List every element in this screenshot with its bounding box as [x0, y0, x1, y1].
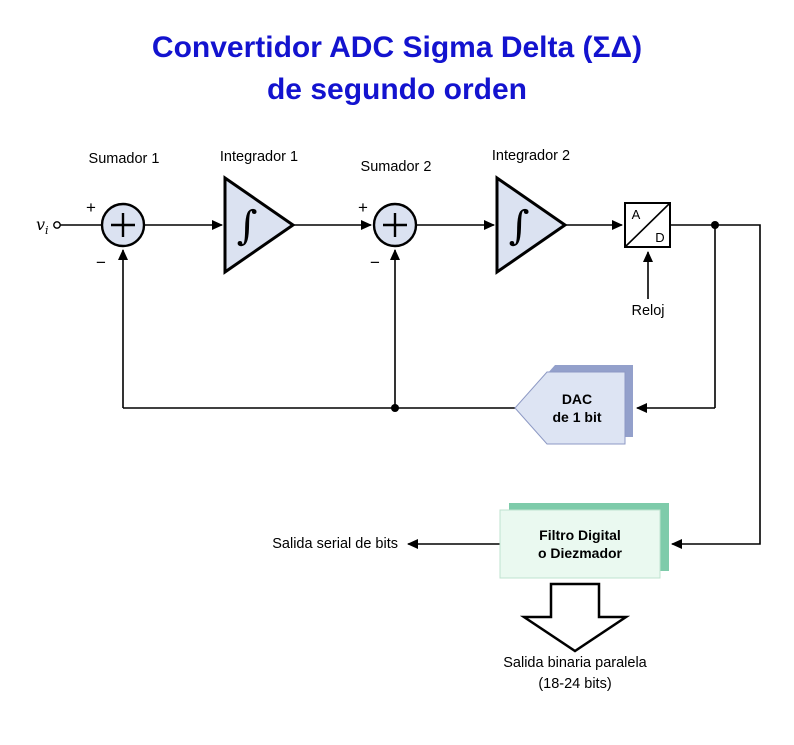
parallel-output-label-line2: (18-24 bits)	[538, 676, 612, 692]
sumador2-label: Sumador 2	[360, 159, 432, 175]
filtro-label-line1: Filtro Digital	[539, 527, 621, 543]
integrador2-integral-icon: ∫	[509, 203, 530, 249]
input-symbol: v	[36, 215, 46, 234]
filtro-label-line2: o Diezmador	[537, 545, 623, 561]
integrador1-triangle	[223, 175, 296, 275]
filtro-block	[499, 509, 661, 579]
adc-diagonal	[625, 203, 670, 247]
input-subscript: i	[45, 224, 49, 238]
input-signal-label: vi	[36, 215, 49, 237]
filtro-label: Filtro Digital o Diezmador	[538, 526, 622, 562]
adc-letter-d: D	[655, 230, 664, 245]
sumador1-minus-sign: −	[96, 253, 106, 272]
integrador1-label: Integrador 1	[219, 149, 299, 165]
dac-label: DAC de 1 bit	[552, 390, 601, 426]
integrador2-triangle	[495, 175, 568, 275]
dac-label-line2: de 1 bit	[552, 409, 602, 425]
dac-block	[514, 371, 626, 445]
adc-letter-a: A	[632, 207, 641, 222]
input-terminal-icon	[53, 221, 61, 229]
sumador1-plus-sign: +	[86, 198, 96, 217]
junction-dot-feedback	[391, 404, 399, 412]
junction-dot-output	[711, 221, 719, 229]
sumador1-label: Sumador 1	[88, 151, 160, 167]
page-title-line1: Convertidor ADC Sigma Delta (ΣΔ)	[151, 31, 643, 64]
sumador2-minus-sign: −	[370, 253, 380, 272]
dac-label-line1: DAC	[561, 391, 593, 407]
parallel-output-arrow-icon	[519, 582, 631, 653]
integrador1-integral-icon: ∫	[237, 203, 258, 249]
serial-output-label: Salida serial de bits	[272, 536, 398, 552]
integrador2-label: Integrador 2	[491, 148, 571, 164]
clock-label: Reloj	[631, 303, 665, 319]
sumador2-plus-sign: +	[358, 198, 368, 217]
page-title-line2: de segundo orden	[266, 73, 527, 106]
parallel-output-label-line1: Salida binaria paralela	[503, 655, 647, 671]
